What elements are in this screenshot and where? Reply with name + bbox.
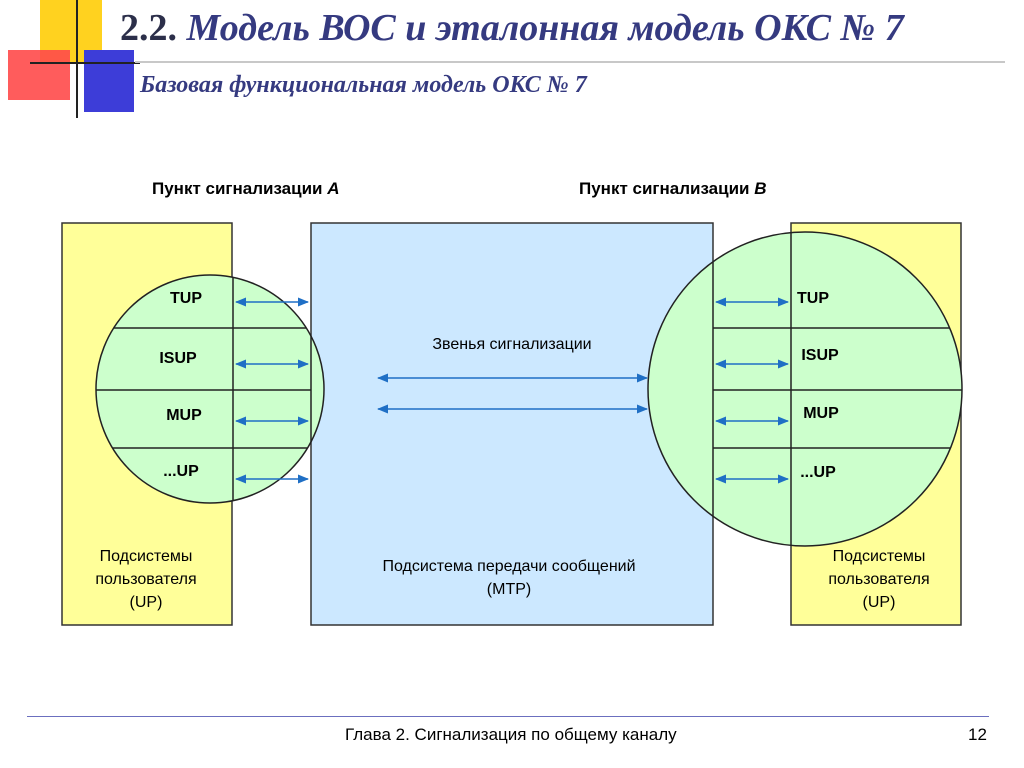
up-label-left-line-1: Подсистемы	[100, 548, 193, 565]
up-label-right-line-3: (UP)	[863, 594, 896, 611]
mtp-label-line-1: Подсистема передачи сообщений	[382, 558, 635, 575]
signaling-point-a-circle	[95, 274, 325, 504]
right-circle-dividers	[712, 232, 962, 546]
mtp-label-line-2: (MTP)	[487, 581, 531, 598]
left-tup-label: TUP	[170, 290, 202, 307]
signaling-point-b-circle	[647, 231, 963, 547]
up-label-left-line-2: пользователя	[95, 571, 196, 588]
footer-chapter-text: Глава 2. Сигнализация по общему каналу	[345, 725, 677, 744]
left-mup-label: MUP	[166, 407, 202, 424]
left-other-up-label: ...UP	[163, 463, 199, 480]
signaling-link-arrows	[376, 373, 649, 414]
right-interface-arrows	[714, 297, 790, 484]
point-b-label: Пункт сигнализации B	[579, 179, 767, 198]
footer-divider	[27, 716, 989, 717]
page-number: 12	[968, 725, 987, 744]
title-text: Модель ВОС и эталонная модель ОКС № 7	[186, 7, 904, 49]
up-label-right-line-2: пользователя	[828, 571, 929, 588]
up-label-right-line-1: Подсистемы	[833, 548, 926, 565]
left-interface-arrows	[234, 297, 310, 484]
up-label-left-line-3: (UP)	[130, 594, 163, 611]
page-subtitle: Базовая функциональная модель ОКС № 7	[140, 72, 587, 98]
left-isup-label: ISUP	[159, 350, 197, 367]
right-tup-label: TUP	[797, 290, 829, 307]
right-mup-label: MUP	[803, 405, 839, 422]
right-other-up-label: ...UP	[800, 464, 836, 481]
signaling-links-label: Звенья сигнализации	[432, 336, 591, 353]
point-a-label: Пункт сигнализации A	[152, 179, 340, 198]
right-isup-label: ISUP	[801, 347, 839, 364]
mtp-box	[310, 222, 714, 626]
page-title: 2.2. Модель ВОС и эталонная модель ОКС №…	[120, 6, 904, 50]
title-number: 2.2.	[120, 7, 177, 49]
